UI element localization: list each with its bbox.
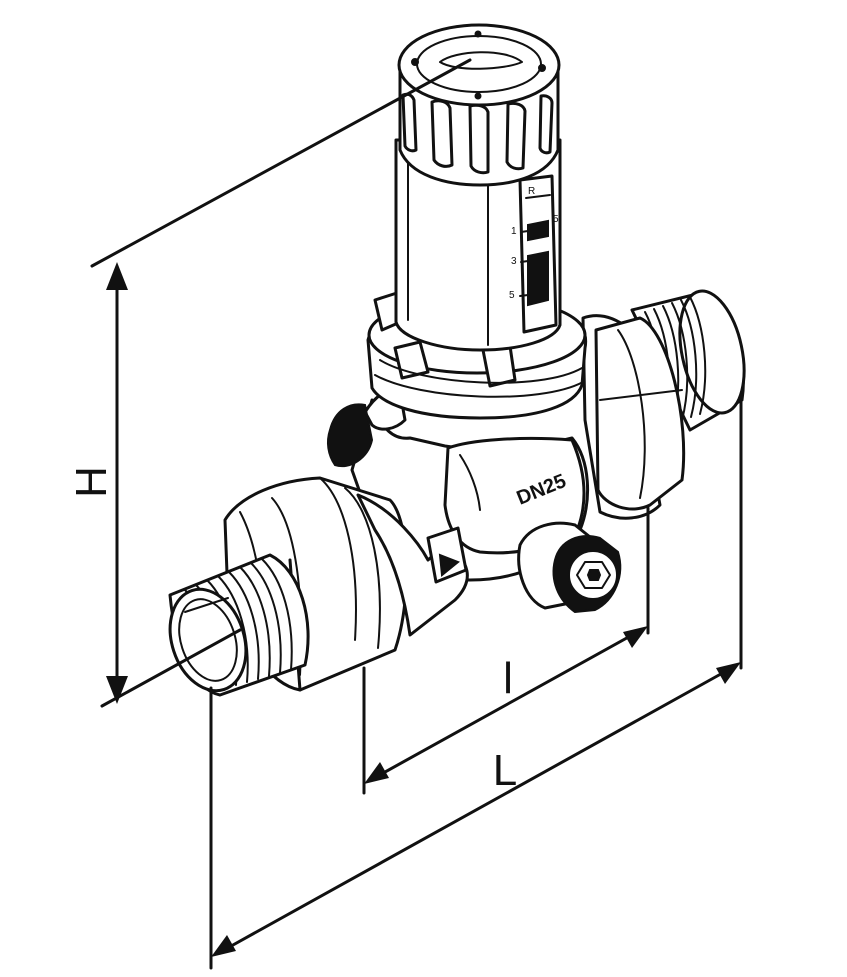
height-label: H xyxy=(67,466,116,498)
flow-direction-arrow xyxy=(426,526,468,584)
dimension-overall-length: L xyxy=(209,393,743,970)
dimension-inner-length: l xyxy=(362,506,650,795)
dimension-height: H xyxy=(67,58,472,708)
overall-length-label: L xyxy=(493,746,517,795)
scale-number-3: 5 xyxy=(509,290,515,301)
adjustment-cap xyxy=(397,23,561,187)
cap-grip-ribs xyxy=(401,92,554,175)
inner-length-label: l xyxy=(503,654,513,703)
right-outlet-assembly xyxy=(581,289,746,520)
scale-top-mark: R xyxy=(528,186,535,197)
pressure-scale: R 1 3 5 5 xyxy=(509,174,559,334)
scale-number-4: 5 xyxy=(553,214,559,225)
test-port xyxy=(517,521,622,614)
left-side-plug xyxy=(326,403,374,468)
left-inlet-assembly xyxy=(168,476,469,697)
scale-number-2: 3 xyxy=(511,256,517,267)
scale-number-1: 1 xyxy=(511,226,517,237)
